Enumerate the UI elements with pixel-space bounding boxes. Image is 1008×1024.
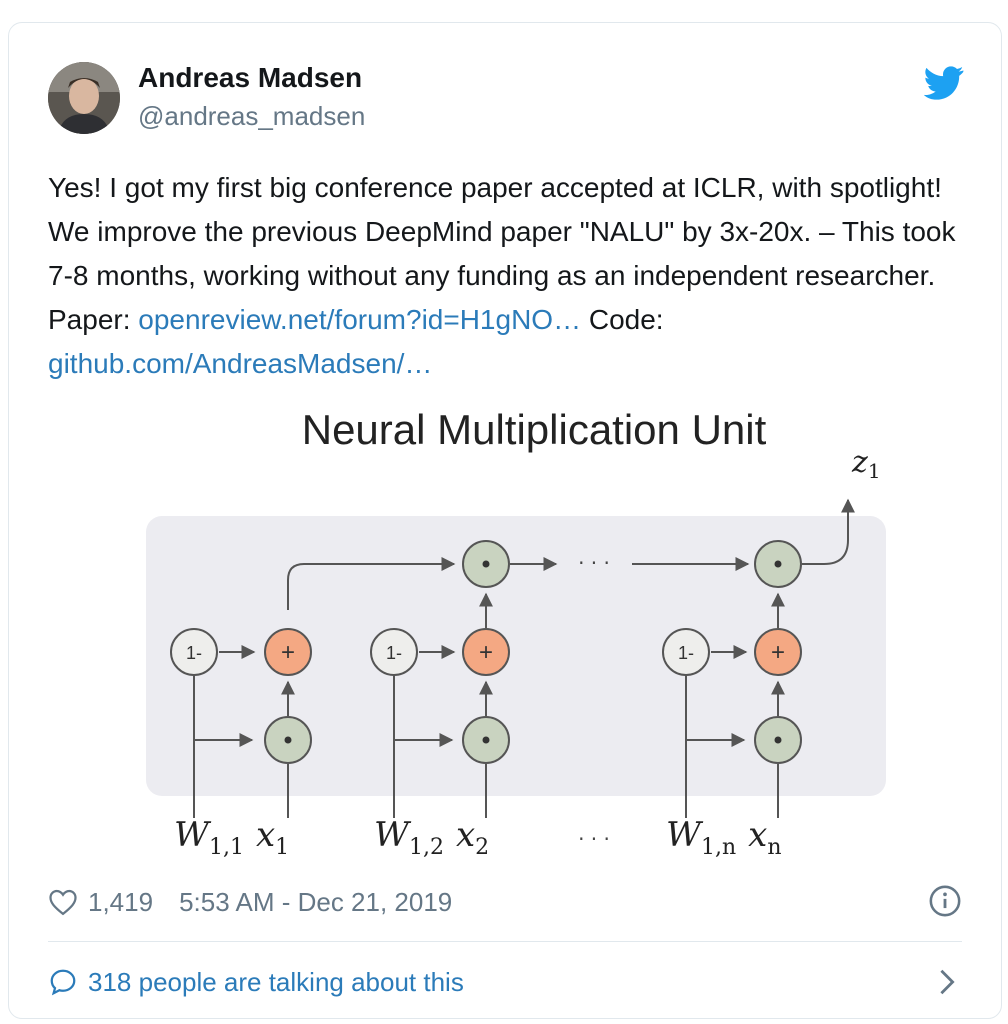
like-count[interactable]: 1,419 [88, 886, 154, 917]
comment-icon [50, 969, 76, 996]
avatar[interactable] [48, 62, 120, 134]
svg-text:+: + [479, 639, 493, 666]
tweet-body: Yes! I got my first big conference paper… [48, 172, 956, 335]
svg-text:1-: 1- [386, 643, 402, 663]
conversation-label: 318 people are talking about this [88, 966, 464, 997]
tweet-body-code: Code: [581, 304, 664, 335]
author-handle[interactable]: @andreas_madsen [138, 101, 366, 131]
diagram-panel [146, 516, 886, 796]
paper-link[interactable]: openreview.net/forum?id=H1gNO… [138, 304, 582, 335]
input-ellipsis: · · · [578, 827, 610, 851]
svg-text:1-: 1- [186, 643, 202, 663]
divider [48, 941, 962, 942]
svg-text:+: + [771, 639, 785, 666]
info-icon[interactable] [928, 884, 962, 918]
svg-text:1-: 1- [678, 643, 694, 663]
twitter-bird-icon[interactable] [924, 66, 964, 100]
conversation-link[interactable]: 318 people are talking about this [48, 962, 962, 1002]
figure-title: Neural Multiplication Unit [302, 406, 767, 453]
author-name[interactable]: Andreas Madsen [138, 62, 363, 93]
nmu-diagram[interactable]: Neural Multiplication Unit z1 · · · 1- +… [140, 400, 900, 870]
code-link[interactable]: github.com/AndreasMadsen/… [48, 348, 433, 379]
svg-text:+: + [281, 639, 295, 666]
chevron-right-icon[interactable] [938, 968, 956, 996]
tweet-text: Yes! I got my first big conference paper… [48, 166, 960, 386]
output-label: z1 [851, 445, 881, 483]
tweet-timestamp[interactable]: 5:53 AM - Dec 21, 2019 [179, 886, 453, 917]
chain-ellipsis: · · · [578, 551, 610, 575]
heart-icon[interactable] [48, 888, 78, 916]
tweet-footer: 1,419 5:53 AM - Dec 21, 2019 [48, 884, 452, 920]
